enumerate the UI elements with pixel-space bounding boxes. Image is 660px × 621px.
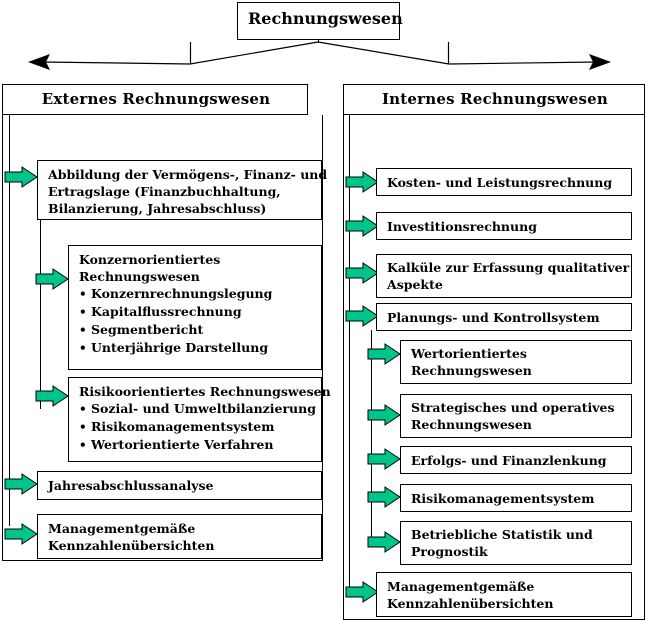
node-planungs-kontrollsystem: Planungs- und Kontrollsystem — [376, 303, 632, 331]
node-betriebliche-statistik: Betriebliche Statistik und Prognostik — [400, 521, 632, 565]
text-line: Prognostik — [411, 544, 488, 559]
arrow-icon-managementgemaesse-links — [4, 523, 38, 545]
node-risikomanagementsystem: Risikomanagementsystem — [400, 484, 632, 512]
arrow-icon-investitionsrechnung — [345, 215, 379, 237]
arrow-icon-konzernorientiertes — [35, 268, 69, 290]
column-header-externes: Externes Rechnungswesen — [2, 84, 308, 115]
text-line: Konzernorientiertes — [79, 252, 221, 267]
text-line: Strategisches und operatives — [411, 400, 615, 415]
bullet-item: Konzernrechnungslegung — [79, 285, 313, 303]
bullet-item: Risikomanagementsystem — [79, 418, 313, 436]
text-line: Managementgemäße — [48, 520, 196, 536]
arrow-icon-strategisches-operatives — [367, 404, 401, 426]
node-abbildung: Abbildung der Vermögens-, Finanz- und Er… — [37, 160, 328, 220]
node-jahresabschlussanalyse-lines: Jahresabschlussanalyse — [48, 477, 313, 494]
node-managementgemaesse-rechts: Managementgemäße Kennzahlenübersichten — [376, 572, 632, 617]
node-risikoorientiertes: Risikoorientiertes Rechnungswesen Sozial… — [68, 377, 331, 462]
text-line: Jahresabschlussanalyse — [48, 478, 214, 493]
node-wertorientiertes-lines: Wertorientiertes Rechnungswesen — [411, 345, 623, 379]
trunk-externes-inner — [40, 219, 41, 409]
trunk-internes-inner — [371, 330, 372, 545]
text-line: Risikoorientiertes Rechnungswesen — [79, 384, 331, 399]
node-erfolgs-finanzlenkung-lines: Erfolgs- und Finanzlenkung — [411, 452, 623, 469]
node-kosten-leistung: Kosten- und Leistungsrechnung — [376, 168, 632, 196]
node-strategisches-operatives-lines: Strategisches und operatives Rechnungswe… — [411, 399, 623, 433]
arrow-icon-risikomanagementsystem — [367, 486, 401, 508]
arrow-icon-jahresabschlussanalyse — [4, 473, 38, 495]
text-line: Ertragslage (Finanzbuchhaltung, — [48, 184, 281, 199]
column-frame-internes — [343, 115, 645, 620]
node-konzernorientiertes: Konzernorientiertes Rechnungswesen Konze… — [68, 245, 322, 370]
node-strategisches-operatives: Strategisches und operatives Rechnungswe… — [400, 394, 632, 438]
node-planungs-kontrollsystem-lines: Planungs- und Kontrollsystem — [387, 309, 623, 326]
text-line: Aspekte — [387, 277, 443, 292]
node-wertorientiertes: Wertorientiertes Rechnungswesen — [400, 340, 632, 384]
node-jahresabschlussanalyse: Jahresabschlussanalyse — [37, 471, 322, 500]
branch-connector — [0, 0, 660, 90]
text-line: Kennzahlenübersichten — [387, 595, 554, 611]
column-header-internes: Internes Rechnungswesen — [343, 84, 645, 115]
trunk-externes-outer — [9, 115, 10, 526]
text-line: Betriebliche Statistik und — [411, 527, 593, 542]
arrow-icon-wertorientiertes — [367, 343, 401, 365]
arrow-icon-erfolgs-finanzlenkung — [367, 448, 401, 470]
text-line: Managementgemäße — [387, 578, 535, 594]
text-line: Abbildung der Vermögens-, Finanz- und — [48, 167, 328, 182]
text-line: Bilanzierung, Jahresabschluss) — [48, 201, 267, 216]
node-investitionsrechnung-lines: Investitionsrechnung — [387, 218, 623, 235]
arrow-icon-abbildung — [4, 166, 38, 188]
arrow-icon-betriebliche-statistik — [367, 531, 401, 553]
node-managementgemaesse-rechts-lines: Managementgemäße Kennzahlenübersichten — [387, 578, 623, 612]
node-konzernorientiertes-lines: Konzernorientiertes Rechnungswesen Konze… — [79, 251, 313, 357]
node-investitionsrechnung: Investitionsrechnung — [376, 212, 632, 240]
node-risikoorientiertes-lines: Risikoorientiertes Rechnungswesen Sozial… — [79, 383, 331, 454]
node-risikomanagementsystem-lines: Risikomanagementsystem — [411, 490, 623, 507]
column-frame-externes — [2, 115, 323, 561]
text-line: Planungs- und Kontrollsystem — [387, 309, 600, 325]
text-line: Kosten- und Leistungsrechnung — [387, 174, 613, 190]
text-line: Erfolgs- und Finanzlenkung — [411, 452, 607, 468]
bullet-item: Sozial- und Umweltbilanzierung — [79, 400, 316, 418]
text-line: Kennzahlenübersichten — [48, 537, 215, 553]
text-line: Kalküle zur Erfassung qualitativer — [387, 260, 630, 275]
text-line: Wertorientiertes — [411, 346, 527, 361]
column-header-externes-label: Externes Rechnungswesen — [41, 90, 271, 108]
node-betriebliche-statistik-lines: Betriebliche Statistik und Prognostik — [411, 526, 623, 560]
arrow-icon-kalkuele — [345, 262, 379, 284]
bullet-item: Unterjährige Darstellung — [79, 339, 313, 357]
text-line: Rechnungswesen — [411, 363, 532, 378]
text-line: Rechnungswesen — [411, 417, 532, 432]
bullet-item: Segmentbericht — [79, 321, 313, 339]
node-kalkuele-lines: Kalküle zur Erfassung qualitativer Aspek… — [387, 259, 630, 293]
root-node-rechnungswesen: Rechnungswesen — [237, 2, 403, 40]
arrow-icon-planungs-kontrollsystem — [345, 305, 379, 327]
text-line: Risikomanagementsystem — [411, 490, 595, 506]
arrow-icon-risikoorientiertes — [35, 385, 69, 407]
node-kosten-leistung-lines: Kosten- und Leistungsrechnung — [387, 174, 623, 191]
column-header-internes-label: Internes Rechnungswesen — [381, 90, 609, 108]
text-line: Rechnungswesen — [79, 269, 200, 284]
node-managementgemaesse-links-lines: Managementgemäße Kennzahlenübersichten — [48, 520, 313, 554]
bullet-item: Kapitalflussrechnung — [79, 303, 313, 321]
node-abbildung-lines: Abbildung der Vermögens-, Finanz- und Er… — [48, 166, 328, 217]
trunk-internes-outer — [349, 115, 350, 592]
root-node-label: Rechnungswesen — [248, 9, 403, 28]
arrow-icon-kosten-leistung — [345, 171, 379, 193]
bullet-item: Wertorientierte Verfahren — [79, 436, 313, 454]
text-line: Investitionsrechnung — [387, 218, 537, 234]
node-kalkuele: Kalküle zur Erfassung qualitativer Aspek… — [376, 254, 632, 298]
node-erfolgs-finanzlenkung: Erfolgs- und Finanzlenkung — [400, 446, 632, 474]
node-managementgemaesse-links: Managementgemäße Kennzahlenübersichten — [37, 514, 322, 559]
arrow-icon-managementgemaesse-rechts — [345, 581, 379, 603]
